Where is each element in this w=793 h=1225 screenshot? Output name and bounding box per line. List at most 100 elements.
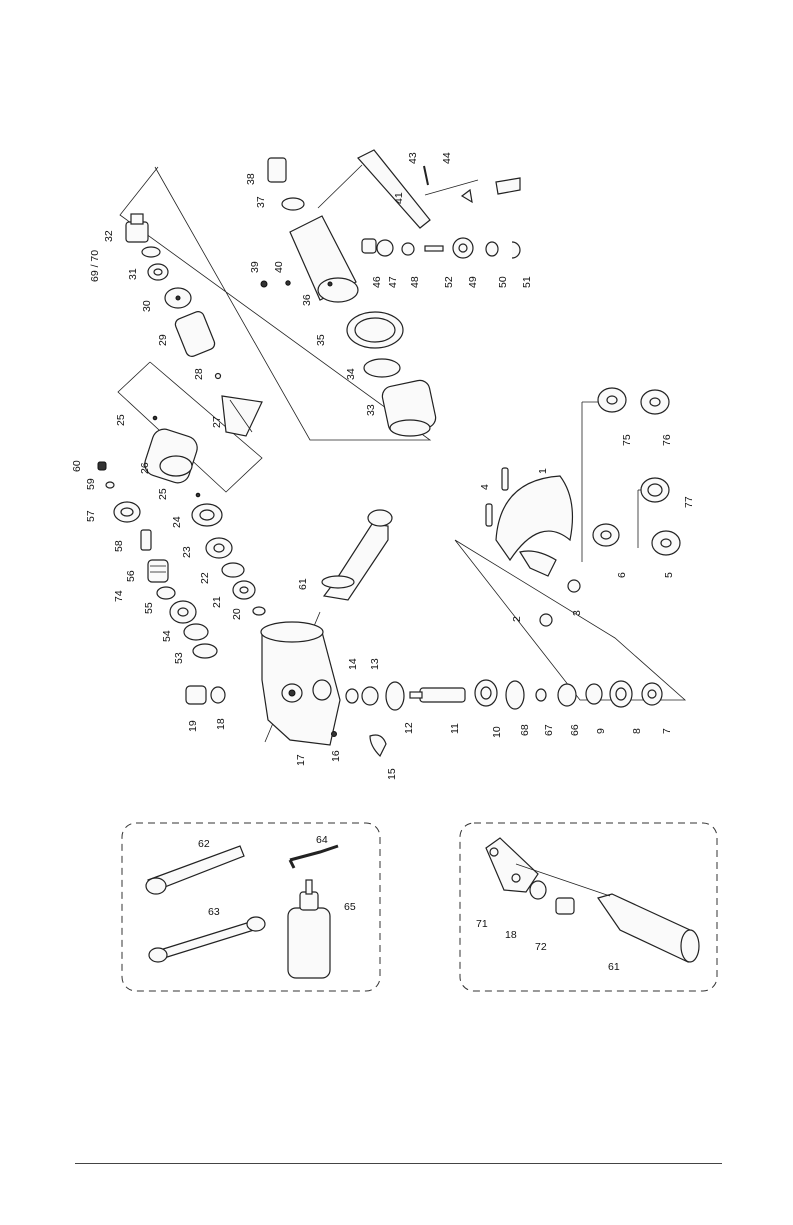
label-13: 13 xyxy=(369,658,381,670)
label-36: 36 xyxy=(301,294,313,306)
label-76: 76 xyxy=(661,434,673,446)
part-14-13-shapes xyxy=(346,687,378,705)
part-41-lever xyxy=(358,150,430,228)
part-61b-handle xyxy=(598,894,699,962)
part-9-shape xyxy=(586,684,602,704)
label-29: 29 xyxy=(157,334,169,346)
label-35: 35 xyxy=(315,334,327,346)
part-63-wrench xyxy=(149,917,265,962)
label-17: 17 xyxy=(295,754,307,766)
part-21-shape xyxy=(233,581,255,599)
part-15-shape xyxy=(370,735,386,756)
accessory-artwork xyxy=(146,838,699,978)
part-44-shape xyxy=(462,190,472,202)
part-68-shape xyxy=(506,681,524,709)
part-5-shape xyxy=(652,531,680,555)
label-74: 74 xyxy=(113,590,125,602)
part-36-housing xyxy=(290,216,358,302)
part-6-shape xyxy=(593,524,619,546)
label-57: 57 xyxy=(85,510,97,522)
label-53: 53 xyxy=(173,652,185,664)
label-49: 49 xyxy=(467,276,479,288)
label-30: 30 xyxy=(141,300,153,312)
label-46: 46 xyxy=(371,276,383,288)
part-77-shape xyxy=(641,478,669,502)
label-50: 50 xyxy=(497,276,509,288)
part-60-59-shapes xyxy=(98,462,114,488)
part-1-guard xyxy=(496,476,572,576)
label-15: 15 xyxy=(386,768,398,780)
part-66-shape xyxy=(558,684,576,706)
part-49-shape xyxy=(453,238,473,258)
footer-rule xyxy=(75,1163,722,1164)
part-20-shape xyxy=(253,607,265,615)
label-8: 8 xyxy=(631,728,643,734)
label-38: 38 xyxy=(245,173,257,185)
part-55-shape xyxy=(170,601,196,623)
label-54: 54 xyxy=(161,630,173,642)
label-48: 48 xyxy=(409,276,421,288)
label-21: 21 xyxy=(211,596,223,608)
label-58: 58 xyxy=(113,540,125,552)
part-23-shape xyxy=(206,538,232,558)
parts-artwork xyxy=(98,150,680,756)
label-39: 39 xyxy=(249,261,261,273)
label-77: 77 xyxy=(683,496,695,508)
part-29-shape xyxy=(174,310,217,358)
part-76-shape xyxy=(641,390,669,414)
label-72: 72 xyxy=(535,941,547,953)
label-55: 55 xyxy=(143,602,155,614)
label-1: 1 xyxy=(537,468,549,474)
label-23: 23 xyxy=(181,546,193,558)
label-18: 18 xyxy=(215,718,227,730)
part-54-shape xyxy=(184,624,208,640)
label-65: 65 xyxy=(344,901,356,913)
label-67: 67 xyxy=(543,724,555,736)
label-19: 19 xyxy=(187,720,199,732)
label-51: 51 xyxy=(521,276,533,288)
part-38-37-shapes xyxy=(268,158,304,210)
part-62-spanner xyxy=(146,846,244,894)
label-34: 34 xyxy=(345,368,357,380)
label-2: 2 xyxy=(511,616,523,622)
label-16: 16 xyxy=(330,750,342,762)
part-22-shape xyxy=(222,563,244,577)
label-12: 12 xyxy=(403,722,415,734)
part-39-40-shapes xyxy=(261,281,290,287)
label-32: 32 xyxy=(103,230,115,242)
label-28: 28 xyxy=(193,368,205,380)
label-11: 11 xyxy=(449,723,461,734)
part-64-hex-key xyxy=(290,846,338,868)
label-6: 6 xyxy=(616,572,628,578)
part-26-shape xyxy=(142,426,201,486)
part-7-shape xyxy=(642,683,662,705)
label-64: 64 xyxy=(316,834,328,846)
label-25b: 25 xyxy=(157,488,169,500)
part-72-bolt xyxy=(556,898,574,914)
label-24: 24 xyxy=(171,516,183,528)
part-65-oil-bottle xyxy=(288,880,330,978)
label-71: 71 xyxy=(476,918,488,930)
part-19-18-shapes xyxy=(186,686,225,704)
part-31-shape xyxy=(148,264,168,280)
label-37: 37 xyxy=(255,196,267,208)
label-40: 40 xyxy=(273,261,285,273)
part-47-ball xyxy=(377,240,393,256)
label-61b: 61 xyxy=(608,961,620,973)
part-69-70-shape xyxy=(142,247,160,257)
label-25a: 25 xyxy=(115,414,127,426)
label-31: 31 xyxy=(127,268,139,280)
part-74-shape xyxy=(157,587,175,599)
label-63: 63 xyxy=(208,906,220,918)
part-50-shape xyxy=(486,242,498,256)
label-75: 75 xyxy=(621,434,633,446)
label-47: 47 xyxy=(387,276,399,288)
part-33-shape xyxy=(381,379,438,436)
part-32-shape xyxy=(126,214,148,242)
label-4: 4 xyxy=(479,484,491,490)
label-27: 27 xyxy=(211,416,223,428)
part-45-shape xyxy=(496,178,520,194)
part-30-shape xyxy=(165,288,191,308)
part-51-shape xyxy=(512,242,520,258)
